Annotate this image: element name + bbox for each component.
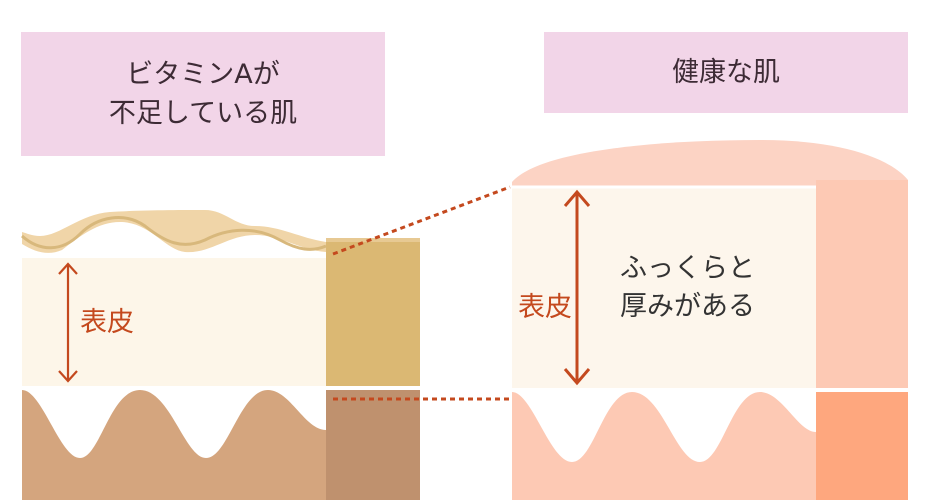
left-surface-top-edge [326,238,420,242]
left-title: ビタミンAが 不足している肌 [109,55,297,133]
left-title-box: ビタミンAが 不足している肌 [21,32,385,156]
connector-top [332,185,511,256]
right-title: 健康な肌 [672,56,780,88]
description-line1: ふっくらと [620,253,755,284]
right-epidermis-label: 表皮 [518,292,572,323]
left-thickness-arrow [58,262,78,383]
right-side-face-dermis [816,390,908,500]
left-dermis [22,390,326,500]
left-title-line1: ビタミンAが [126,58,280,90]
right-epidermis [512,188,816,388]
left-side-face-dermis [326,390,420,500]
description-line2: 厚みがある [620,290,755,322]
left-surface-layer [22,210,326,253]
left-side-face [326,240,420,390]
right-skin-block [512,140,908,500]
left-epidermis-label: 表皮 [80,307,134,338]
right-title-box: 健康な肌 [544,32,908,113]
right-top-cap [512,140,908,190]
right-thickness-arrow [563,189,591,386]
healthy-skin-description: ふっくらと 厚みがある [620,250,755,326]
left-surface-wave [21,216,327,251]
left-epidermis [22,258,326,386]
right-side-face [816,180,908,390]
left-title-line2: 不足している肌 [108,98,298,129]
right-dermis [512,392,816,500]
left-skin-block [21,210,420,500]
